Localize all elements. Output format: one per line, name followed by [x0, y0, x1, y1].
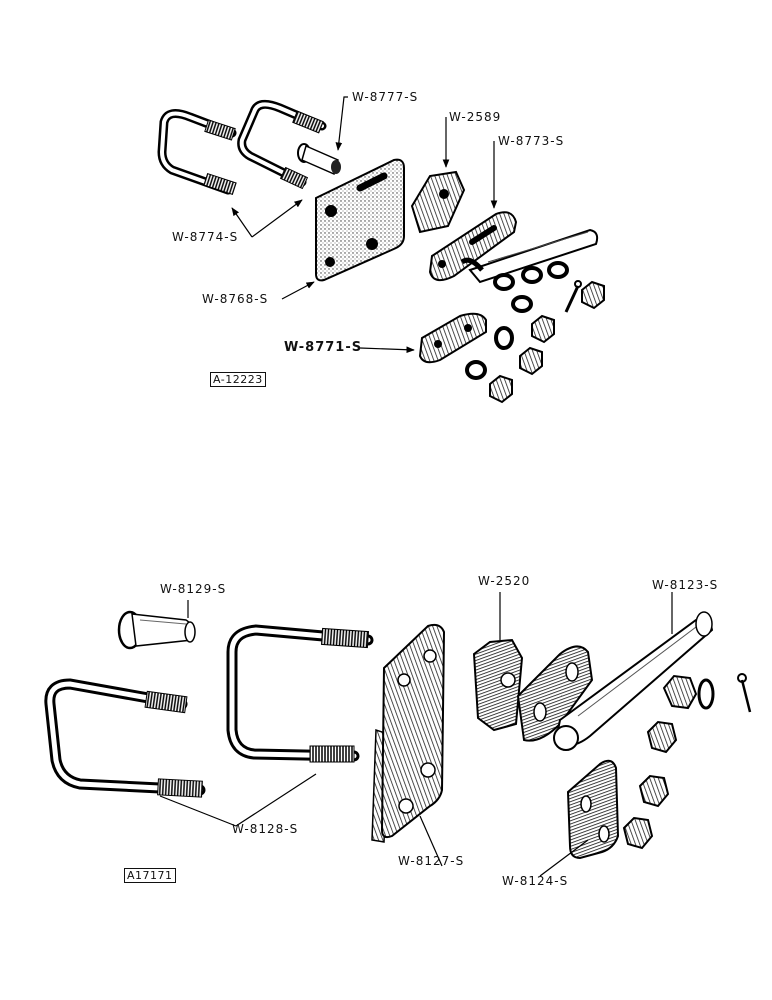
label-w-8771-s: W-8771-S	[284, 340, 363, 355]
top-mount-plate	[315, 158, 405, 282]
label-w-2520: W-2520	[478, 574, 531, 588]
bottom-link-plate	[516, 645, 594, 742]
label-w-8774-s: W-8774-S	[172, 230, 239, 244]
bottom-hardware	[622, 673, 752, 850]
label-w-8129-s: W-8129-S	[160, 582, 227, 596]
bottom-leader-lines	[159, 592, 673, 877]
top-leader-lines	[231, 96, 498, 354]
top-bolt	[297, 143, 341, 176]
label-w-8777-s: W-8777-S	[352, 90, 419, 104]
top-u-bolt-right	[237, 99, 327, 190]
top-clamp-plate	[418, 312, 487, 364]
label-w-8128-s: W-8128-S	[232, 822, 299, 836]
bottom-u-bolt-right	[226, 624, 374, 763]
top-block	[410, 170, 466, 234]
top-arm	[460, 228, 599, 284]
bottom-mount-plate	[371, 623, 446, 843]
label-w-8123-s: W-8123-S	[652, 578, 719, 592]
bottom-u-bolt-left	[44, 678, 206, 798]
label-w-8768-s: W-8768-S	[202, 292, 269, 306]
label-w-8124-s: W-8124-S	[502, 874, 569, 888]
bottom-clamp-plate	[566, 759, 620, 860]
bottom-block	[472, 638, 524, 732]
bottom-arm	[553, 611, 714, 751]
top-link-plate	[428, 211, 518, 282]
label-w-2589: W-2589	[449, 110, 502, 124]
label-w-8773-s: W-8773-S	[498, 134, 565, 148]
figure-ref-code-top: A-12223	[210, 372, 266, 387]
top-u-bolt-left	[157, 108, 237, 195]
label-w-8127-s: W-8127-S	[398, 854, 465, 868]
bottom-pin	[117, 610, 196, 650]
top-hardware	[465, 261, 605, 404]
figure-ref-code-bottom: A17171	[124, 868, 176, 883]
